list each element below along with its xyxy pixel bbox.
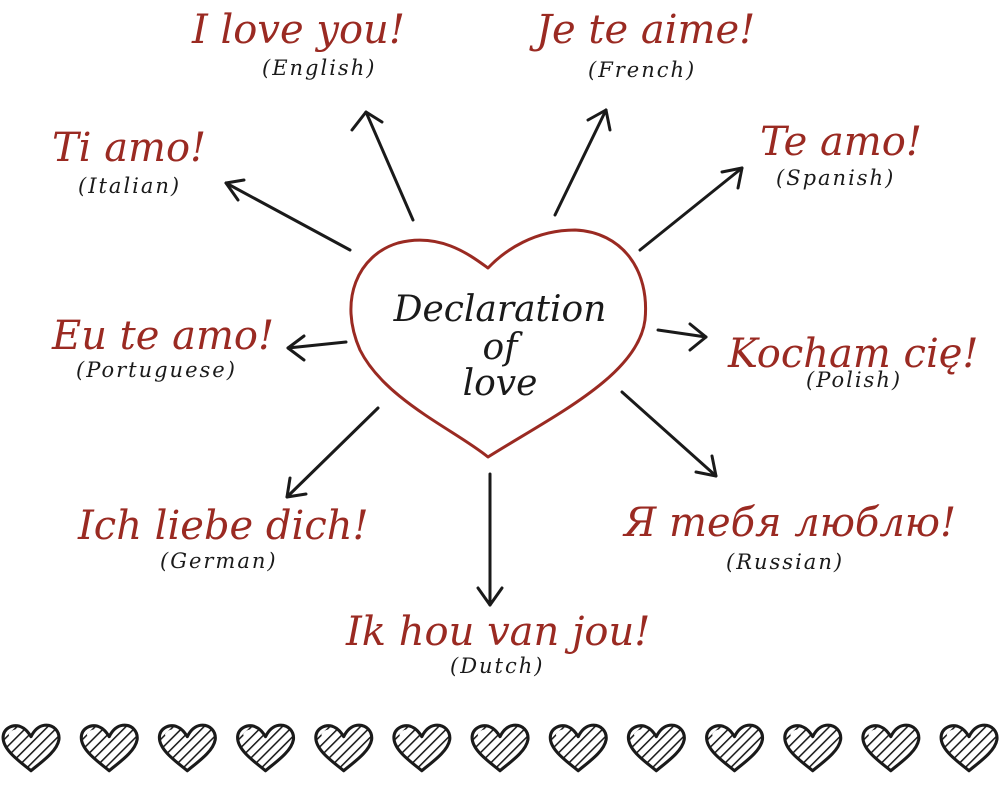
language-spanish: (Spanish)	[776, 166, 896, 190]
arrow-italian	[224, 178, 352, 252]
phrase-spanish: Te amo!	[760, 119, 922, 165]
hatched-heart-icon	[392, 723, 452, 773]
hatched-heart-icon	[626, 723, 686, 773]
arrow-french	[553, 108, 612, 217]
language-russian: (Russian)	[726, 550, 845, 574]
phrase-french: Je te aime!	[536, 7, 756, 53]
central-heart	[349, 228, 648, 459]
language-english: (English)	[262, 56, 377, 80]
center-title-line3: love	[462, 363, 538, 404]
hatched-heart-icon	[548, 723, 608, 773]
phrase-russian: Я тебя люблю!	[624, 500, 957, 546]
hatched-heart-icon	[236, 723, 296, 773]
hatched-heart-icon	[705, 723, 765, 773]
arrow-russian	[620, 390, 718, 478]
arrow-german	[285, 406, 380, 499]
language-french: (French)	[588, 58, 697, 82]
center-title-line1: Declaration	[393, 289, 607, 330]
arrow-polish	[656, 322, 708, 352]
arrow-dutch	[476, 472, 504, 607]
language-dutch: (Dutch)	[450, 654, 545, 678]
hatched-heart-icon	[470, 723, 530, 773]
center-title-line2: of	[482, 327, 518, 368]
phrase-dutch: Ik hou van jou!	[346, 609, 651, 655]
hatched-heart-icon	[314, 723, 374, 773]
language-german: (German)	[160, 549, 278, 573]
phrase-polish: Kocham cię!	[728, 331, 979, 377]
language-portuguese: (Portuguese)	[76, 358, 237, 382]
hatched-heart-icon	[79, 723, 139, 773]
hatched-heart-icon	[157, 723, 217, 773]
hatched-heart-icon	[1, 723, 61, 773]
arrow-portuguese	[286, 334, 348, 362]
phrase-portuguese: Eu te amo!	[52, 313, 275, 359]
hearts-border	[1, 723, 999, 773]
phrase-italian: Ti amo!	[52, 125, 207, 171]
phrase-german: Ich liebe dich!	[78, 503, 369, 549]
arrow-spanish	[638, 166, 744, 252]
language-italian: (Italian)	[78, 174, 182, 198]
arrow-english	[350, 110, 415, 222]
hatched-heart-icon	[939, 723, 999, 773]
phrase-english: I love you!	[192, 7, 405, 53]
language-polish: (Polish)	[806, 368, 903, 392]
hatched-heart-icon	[861, 723, 921, 773]
hatched-heart-icon	[783, 723, 843, 773]
